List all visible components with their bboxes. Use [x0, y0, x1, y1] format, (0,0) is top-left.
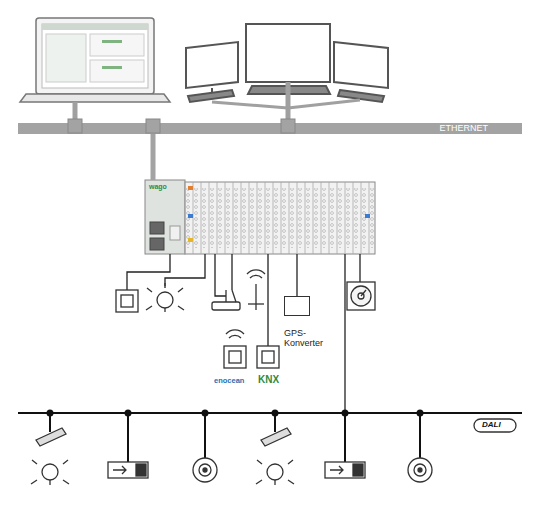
module-divider	[281, 182, 282, 254]
ethernet-bar	[18, 123, 522, 134]
module-divider	[337, 182, 338, 254]
module-divider	[265, 182, 266, 254]
connector	[296, 254, 297, 296]
node-text: wago	[149, 183, 375, 191]
module-divider	[273, 182, 274, 254]
controller: wago	[145, 180, 375, 254]
connector	[151, 134, 156, 180]
module-divider	[329, 182, 330, 254]
module-divider	[321, 182, 322, 254]
junction	[281, 119, 295, 133]
module-divider	[353, 182, 354, 254]
dali-logo: DALI	[482, 420, 501, 429]
module-divider	[241, 182, 242, 254]
module-divider	[305, 182, 306, 254]
ethernet-band: ETHERNET	[18, 123, 522, 134]
module-divider	[361, 182, 362, 254]
controller	[145, 180, 375, 254]
monitors	[186, 24, 388, 123]
gps-converter: GPS- Konverter	[284, 296, 340, 348]
field-wires	[127, 254, 360, 413]
dali-devices	[31, 419, 516, 485]
module-divider	[249, 182, 250, 254]
node-text: GPS- Konverter	[284, 328, 330, 348]
module-divider	[217, 182, 218, 254]
devices	[116, 270, 375, 368]
module-divider	[209, 182, 210, 254]
module-divider	[345, 182, 346, 254]
enocean-logo: enocean	[214, 376, 244, 385]
module-divider	[201, 182, 202, 254]
junction	[68, 119, 82, 133]
module-divider	[313, 182, 314, 254]
module-divider	[257, 182, 258, 254]
module-divider	[297, 182, 298, 254]
junction	[146, 119, 160, 133]
module-divider	[233, 182, 234, 254]
node-text: ETHERNET	[18, 123, 488, 134]
converter-box	[284, 296, 310, 316]
dali-bus	[18, 411, 522, 463]
module-divider	[225, 182, 226, 254]
module-divider	[185, 182, 186, 254]
module-divider	[289, 182, 290, 254]
knx-logo: KNX	[258, 374, 279, 385]
laptop	[20, 18, 170, 123]
